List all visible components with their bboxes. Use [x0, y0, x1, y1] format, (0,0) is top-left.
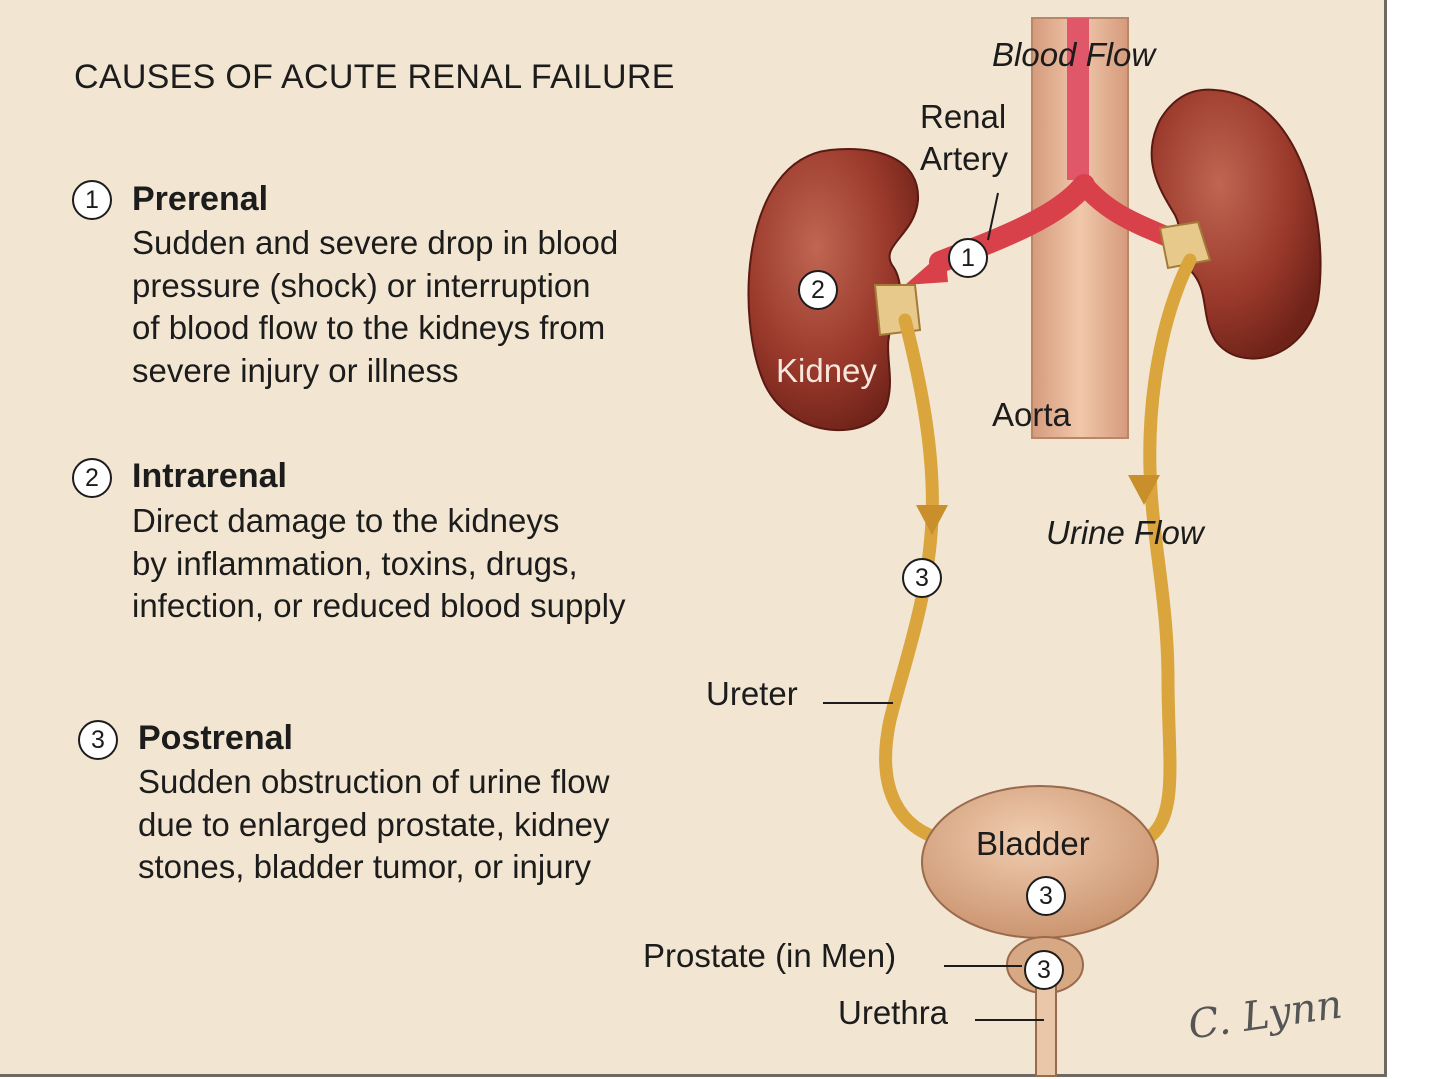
cause-line: infection, or reduced blood supply: [132, 587, 626, 624]
cause-line: Sudden obstruction of urine flow: [138, 763, 610, 800]
diagram-title: CAUSES OF ACUTE RENAL FAILURE: [74, 58, 675, 96]
bladder-label: Bladder: [976, 825, 1090, 862]
cause-line: Direct damage to the kidneys: [132, 502, 560, 539]
cause-line: stones, bladder tumor, or injury: [138, 848, 592, 885]
renal-artery-label: Renal: [920, 98, 1007, 135]
right-kidney: [1150, 88, 1322, 360]
right-urine-arrow: [1128, 475, 1160, 505]
marker-ureter: 3: [902, 558, 942, 598]
cause-line: severe injury or illness: [132, 351, 459, 389]
cause-description: Sudden obstruction of urine flow due to …: [138, 761, 610, 889]
number-marker-3: 3: [78, 720, 118, 760]
number-marker-1: 1: [72, 180, 112, 220]
cause-description: Direct damage to the kidneys by inflamma…: [132, 500, 626, 628]
cause-description: Sudden and severe drop in blood pressure…: [132, 222, 618, 392]
marker-renal-artery: 1: [948, 238, 988, 278]
kidney-label: Kidney: [776, 352, 877, 389]
cause-line: by inflammation, toxins, drugs,: [132, 544, 578, 582]
marker-prostate: 3: [1024, 950, 1064, 990]
left-urine-arrow: [916, 505, 948, 535]
cause-line: of blood flow to the kidneys from: [132, 309, 606, 346]
blood-flow-label: Blood Flow: [992, 36, 1156, 73]
cause-line: pressure (shock) or interruption: [132, 266, 591, 304]
prostate-label: Prostate (in Men): [643, 937, 897, 974]
right-kidney-hilum: [1158, 220, 1212, 270]
right-ureter: [1138, 253, 1197, 847]
cause-line: due to enlarged prostate, kidney: [138, 805, 610, 843]
urine-flow-label: Urine Flow: [1046, 514, 1204, 551]
cause-heading: Intrarenal: [132, 457, 287, 495]
cause-line: Sudden and severe drop in blood: [132, 224, 619, 261]
ureter-label: Ureter: [706, 675, 798, 712]
left-ureter: [879, 313, 952, 847]
marker-bladder: 3: [1026, 876, 1066, 916]
artery-arrowhead: [905, 250, 948, 285]
urethra-label: Urethra: [838, 994, 949, 1031]
cause-heading: Postrenal: [138, 719, 293, 757]
aorta-label: Aorta: [992, 396, 1071, 433]
renal-artery-label-line2: Artery: [920, 140, 1009, 177]
renal-artery-leader-line: [987, 192, 999, 241]
number-marker-2: 2: [72, 458, 112, 498]
cause-heading: Prerenal: [132, 180, 269, 218]
marker-kidney: 2: [798, 270, 838, 310]
